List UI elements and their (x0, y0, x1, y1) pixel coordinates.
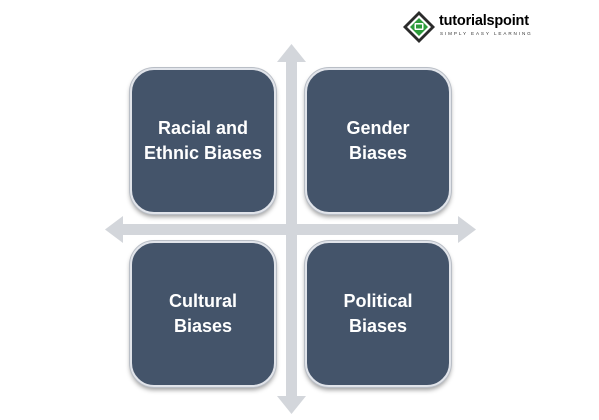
quadrant-label-line2: Biases (173, 316, 233, 336)
quadrant-label-line1: Cultural (168, 291, 237, 311)
left-arrow-head (105, 216, 123, 243)
quadrant-label-line1: Racial and (157, 118, 249, 138)
up-arrow-head (277, 44, 306, 62)
logo-tagline: SIMPLY EASY LEARNING (440, 31, 533, 36)
quadrant-gender-biases: Gender Biases (305, 68, 451, 214)
quadrant-cultural-biases: Cultural Biases (130, 241, 276, 387)
logo-diamond-icon (403, 11, 435, 43)
horizontal-axis-shaft (120, 224, 460, 235)
quadrant-label: Gender Biases (346, 116, 409, 166)
quadrant-label-line2: Biases (348, 316, 408, 336)
quadrant-label-line2: Ethnic Biases (143, 143, 263, 163)
quadrant-label-line2: Biases (348, 143, 408, 163)
quadrant-label-line1: Gender (346, 118, 410, 138)
tutorialspoint-logo: tutorialspoint SIMPLY EASY LEARNING (402, 8, 552, 48)
quadrant-label-line1: Political (343, 291, 413, 311)
quadrant-political-biases: Political Biases (305, 241, 451, 387)
quadrant-label: Political Biases (343, 289, 412, 339)
quadrant-racial-ethnic-biases: Racial and Ethnic Biases (130, 68, 276, 214)
quadrant-label: Cultural Biases (169, 289, 237, 339)
right-arrow-head (458, 216, 476, 243)
logo-wordmark: tutorialspoint (439, 13, 529, 29)
down-arrow-head (277, 396, 306, 414)
quadrant-label: Racial and Ethnic Biases (144, 116, 262, 166)
